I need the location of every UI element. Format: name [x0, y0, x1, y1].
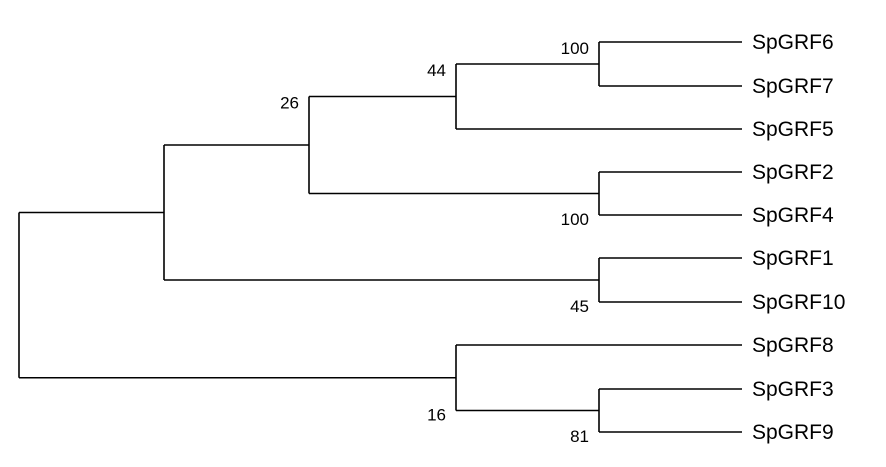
leaf-label-spgrf8: SpGRF8 [752, 334, 834, 357]
leaf-label-spgrf6: SpGRF6 [752, 31, 834, 54]
leaf-label-spgrf1: SpGRF1 [752, 247, 834, 270]
bootstrap-value-grf2-grf4: 100 [561, 210, 589, 229]
leaf-label-spgrf10: SpGRF10 [752, 291, 845, 314]
bootstrap-value-grf6-grf7-grf5: 44 [427, 61, 446, 80]
tree-branches [18, 41, 742, 433]
leaf-label-spgrf7: SpGRF7 [752, 75, 834, 98]
leaf-label-spgrf3: SpGRF3 [752, 378, 834, 401]
leaf-label-spgrf2: SpGRF2 [752, 161, 834, 184]
leaf-label-spgrf4: SpGRF4 [752, 204, 834, 227]
leaf-label-spgrf9: SpGRF9 [752, 421, 834, 444]
leaf-label-spgrf5: SpGRF5 [752, 118, 834, 141]
bootstrap-value-grf1-grf10: 45 [570, 297, 589, 316]
bootstrap-value-upper-clade: 26 [280, 94, 299, 113]
bootstrap-value-grf6-grf7: 100 [561, 39, 589, 58]
bootstrap-value-grf8-clade: 16 [427, 406, 446, 425]
bootstrap-values: 100 44 100 26 45 81 16 [280, 39, 589, 446]
leaf-labels: SpGRF6 SpGRF7 SpGRF5 SpGRF2 SpGRF4 SpGRF… [752, 31, 845, 444]
bootstrap-value-grf3-grf9: 81 [570, 427, 589, 446]
